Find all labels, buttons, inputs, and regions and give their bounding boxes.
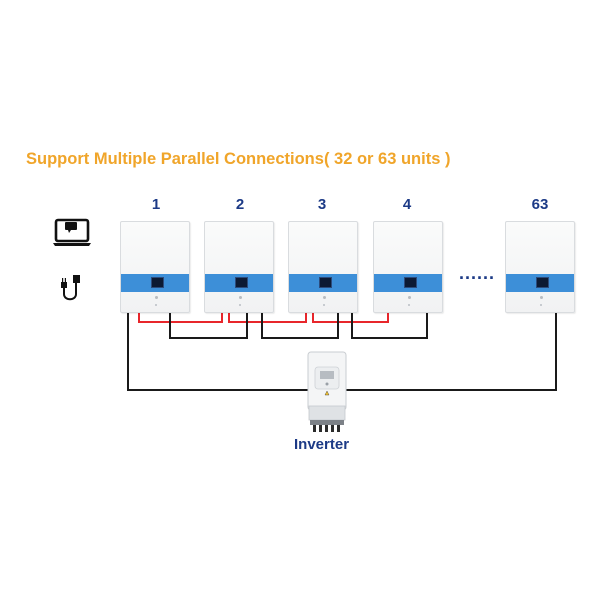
cable-plug-icon: [58, 274, 86, 304]
power-button: [408, 296, 411, 299]
unit-display: [536, 277, 549, 288]
status-led: [540, 304, 542, 306]
red-parallel-wire-2-3: [228, 312, 307, 323]
battery-unit-2: [204, 221, 274, 313]
inverter-device: [305, 351, 349, 436]
power-button: [540, 296, 543, 299]
battery-unit-3: [288, 221, 358, 313]
more-units-ellipsis: ......: [459, 263, 496, 283]
black-parallel-wire-2-3: [261, 312, 339, 339]
unit-display: [404, 277, 417, 288]
battery-unit-63: [505, 221, 575, 313]
red-parallel-wire-1-2: [138, 312, 223, 323]
unit-number-2: 2: [235, 196, 245, 213]
status-led: [155, 304, 157, 306]
status-led: [408, 304, 410, 306]
laptop-icon: [52, 218, 92, 248]
unit-number-1: 1: [151, 196, 161, 213]
diagram-title: Support Multiple Parallel Connections( 3…: [26, 150, 451, 168]
black-parallel-wire-1-2: [169, 312, 248, 339]
status-led: [239, 304, 241, 306]
unit-number-4: 4: [402, 196, 412, 213]
unit-display: [235, 277, 248, 288]
battery-unit-4: [373, 221, 443, 313]
power-button: [239, 296, 242, 299]
power-button: [323, 296, 326, 299]
red-parallel-wire-3-4: [312, 312, 389, 323]
battery-unit-1: [120, 221, 190, 313]
unit-display: [319, 277, 332, 288]
status-led: [323, 304, 325, 306]
inverter-label: Inverter: [294, 436, 350, 453]
power-button: [155, 296, 158, 299]
unit-display: [151, 277, 164, 288]
unit-number-3: 3: [317, 196, 327, 213]
black-parallel-wire-3-4: [351, 312, 428, 339]
unit-number-63: 63: [531, 196, 549, 213]
